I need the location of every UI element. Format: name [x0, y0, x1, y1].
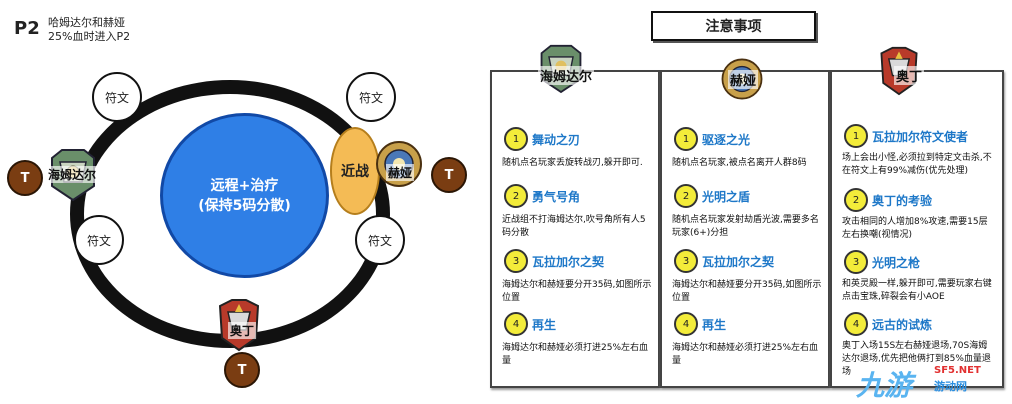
item-desc: 随机点名玩家,被点名离开人群8码 [672, 158, 807, 168]
tank-label: T [444, 167, 454, 183]
rune-label: 符文 [86, 233, 111, 248]
item-desc: 近战组不打海姆达尔,吹号角所有人5码分散 [502, 215, 646, 238]
item-title: 瓦拉加尔符文使者 [872, 130, 969, 144]
item-desc: 海姆达尔和赫娅必须打进25%左右血量 [672, 343, 819, 366]
item-desc: 场上会出小怪,必须拉到特定文击杀,不在符文上有99%减伤(优先处理) [842, 153, 992, 176]
item-title: 舞动之刃 [532, 133, 581, 147]
number-badge: 3 [504, 249, 528, 273]
notice-title-text: 注意事项 [705, 19, 762, 35]
rune-label: 符文 [367, 233, 392, 248]
rune-label: 符文 [358, 90, 383, 105]
item-desc: 随机点名玩家发射劫盾光波,需要多名玩家(6+)分担 [672, 215, 819, 238]
melee-label: 近战 [341, 164, 369, 180]
spread-5yd-label: (保持5码分散) [198, 197, 291, 214]
column-name: 奥丁 [894, 66, 925, 85]
item-title: 光明之枪 [872, 256, 921, 270]
heya-label: 赫娅 [386, 164, 415, 181]
item-title: 远古的试炼 [872, 318, 933, 332]
item-desc: 海姆达尔和赫娅要分开35码,如图所示位置 [502, 280, 652, 303]
rune-bottom-left: 符文 [74, 215, 124, 265]
number-badge: 2 [844, 188, 868, 212]
watermark-site-name: 游动网 [934, 380, 967, 393]
number-badge: 4 [504, 312, 528, 336]
number-badge: 2 [504, 184, 528, 208]
rune-top-left: 符文 [92, 72, 142, 122]
column-heya: 1 驱逐之光 随机点名玩家,被点名离开人群8码 2 光明之盾 随机点名玩家发射劫… [660, 70, 830, 388]
tank-marker-bottom: T [224, 352, 260, 388]
item-title: 瓦拉加尔之契 [532, 255, 605, 269]
tank-label: T [237, 362, 247, 378]
number-badge: 2 [674, 184, 698, 208]
item-title: 瓦拉加尔之契 [702, 255, 775, 269]
item-desc: 和英灵殿一样,躲开即可,需要玩家右键点击宝珠,碎裂会有小AOE [842, 279, 992, 302]
item-title: 奥丁的考验 [872, 194, 933, 208]
rune-bottom-right: 符文 [355, 215, 405, 265]
item-title: 光明之盾 [702, 190, 751, 204]
item-desc: 海姆达尔和赫娅要分开35码,如图所示位置 [672, 280, 822, 303]
item-desc: 奥丁入场15S左右赫娅退场,70S海姆达尔退场,优先把他俩打到85%血量退场 [842, 341, 991, 377]
column-hamdal: 1 舞动之刃 随机点名玩家丢旋转战刃,躲开即可. 2 勇气号角 近战组不打海姆达… [490, 70, 660, 388]
phase-trigger-text: 25%血时进入P2 [48, 30, 131, 43]
melee-zone: 近战 [330, 127, 380, 215]
notice-title: 注意事项 [651, 11, 816, 41]
odin-label: 奥丁 [228, 322, 257, 339]
item-desc: 攻击相同的人增加8%攻速,需要15层左右换嘲(视情况) [842, 217, 988, 240]
item-title: 再生 [532, 318, 557, 332]
boss-names-text: 哈姆达尔和赫娅 [48, 16, 125, 29]
number-badge: 3 [844, 250, 868, 274]
rune-top-right: 符文 [346, 72, 396, 122]
item-title: 再生 [702, 318, 727, 332]
number-badge: 4 [844, 312, 868, 336]
tank-label: T [20, 170, 30, 186]
item-desc: 随机点名玩家丢旋转战刃,躲开即可. [502, 158, 643, 168]
number-badge: 3 [674, 249, 698, 273]
tank-marker-right: T [431, 157, 467, 193]
item-desc: 海姆达尔和赫娅必须打进25%左右血量 [502, 343, 649, 366]
ranged-healer-zone: 远程+治疗 (保持5码分散) [160, 113, 329, 278]
item-title: 驱逐之光 [702, 133, 751, 147]
column-name: 海姆达尔 [538, 66, 595, 85]
number-badge: 4 [674, 312, 698, 336]
watermark-logo: 九游 [856, 369, 913, 402]
number-badge: 1 [674, 127, 698, 151]
hamdal-label: 海姆达尔 [46, 166, 99, 183]
phase-label: P2 [14, 18, 40, 39]
tank-marker-left: T [7, 160, 43, 196]
item-title: 勇气号角 [532, 190, 581, 204]
rune-label: 符文 [104, 90, 129, 105]
column-odin: 1 瓦拉加尔符文使者 场上会出小怪,必须拉到特定文击杀,不在符文上有99%减伤(… [830, 70, 1004, 388]
watermark-domain: SF5.NET [934, 365, 981, 376]
number-badge: 1 [504, 127, 528, 151]
ranged-healer-label: 远程+治疗 [210, 177, 279, 194]
column-name: 赫娅 [728, 70, 759, 89]
number-badge: 1 [844, 124, 868, 148]
